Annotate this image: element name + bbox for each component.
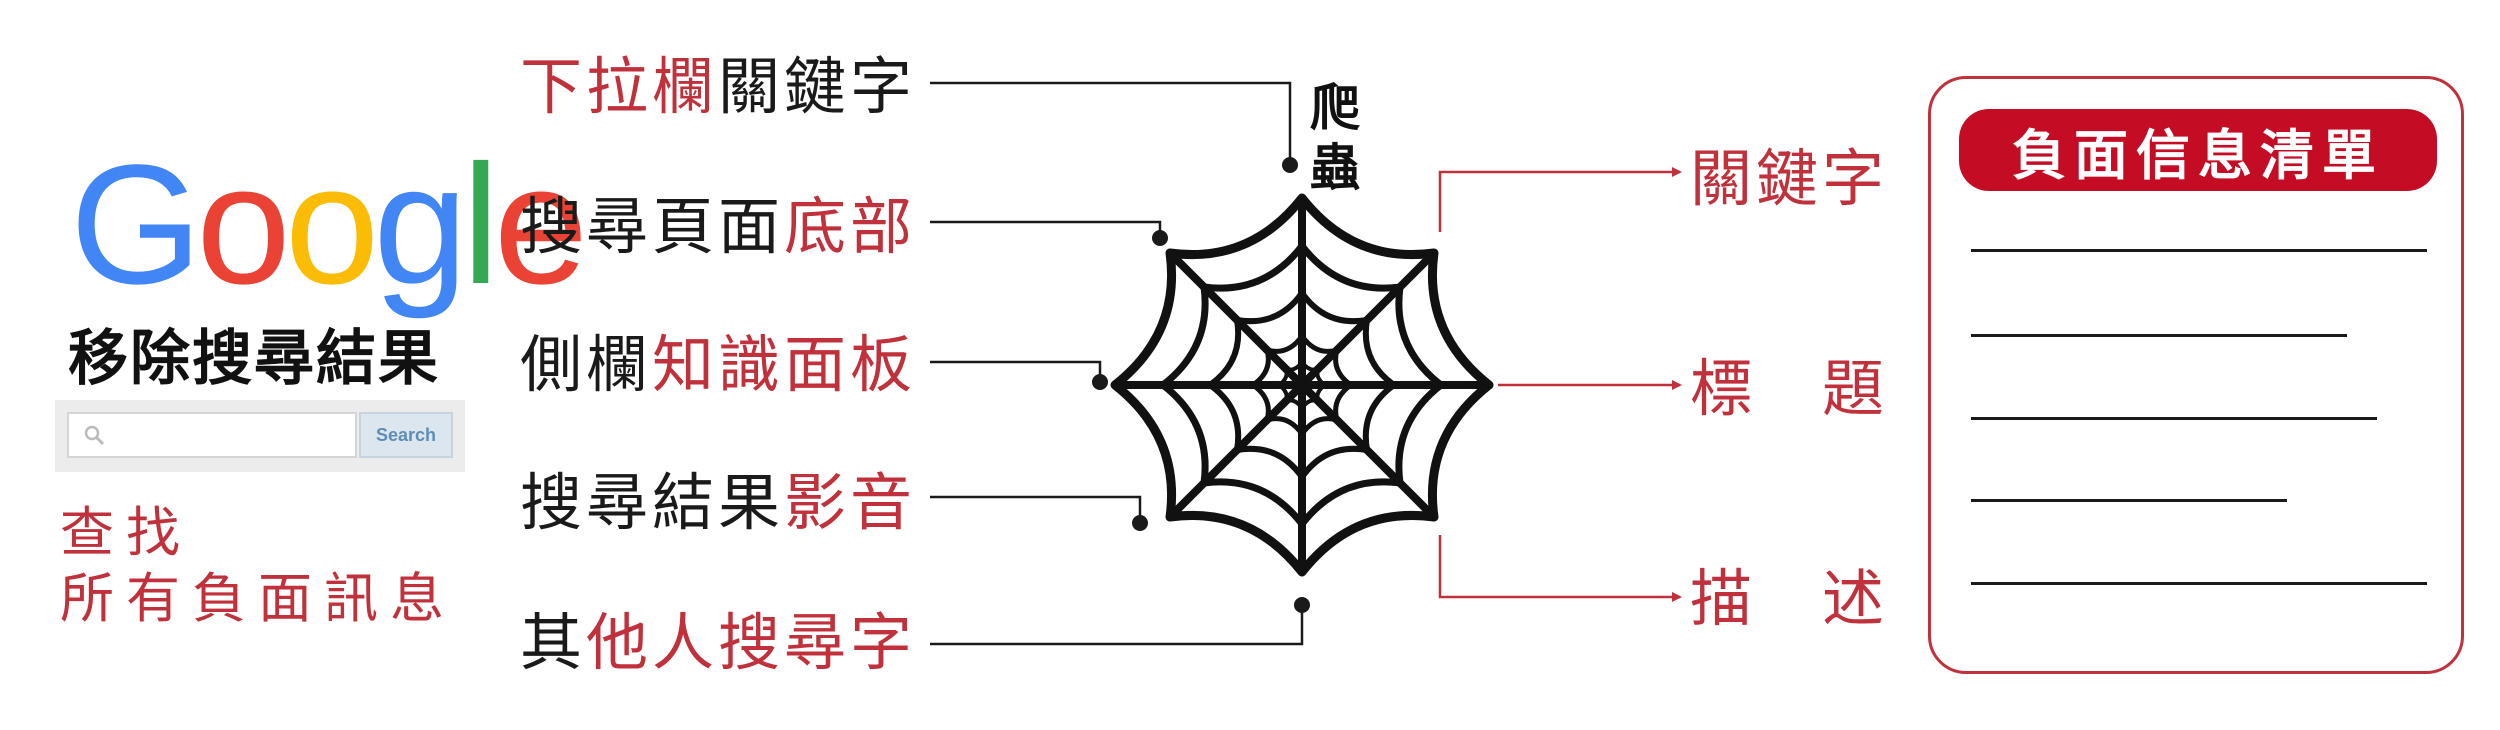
label-black-part: 側欄 (520, 328, 653, 401)
label-black-part: 搜尋頁面 (520, 190, 785, 263)
connector-page-bottom (930, 220, 1162, 238)
logo-letter: g (373, 130, 468, 320)
logo-letter: o (196, 130, 291, 320)
arrow-keywords (1438, 167, 1682, 232)
connector-video (930, 495, 1142, 523)
list-line (1971, 499, 2287, 502)
connector-dot (1152, 230, 1168, 246)
spider-web-icon (1110, 193, 1494, 577)
label-red-part: 知識面板 (652, 328, 917, 401)
find-line-1: 查找 (60, 501, 192, 564)
label-title: 標 題 (1690, 352, 1889, 425)
find-line-2: 所有負面訊息 (60, 567, 456, 630)
negative-info-list-panel: 負面信息清單 (1928, 76, 2464, 674)
find-negative-info: 查找 所有負面訊息 (60, 500, 456, 632)
list-line (1971, 582, 2427, 585)
crawler-label: 爬 蟲 (1300, 78, 1370, 198)
list-line (1971, 417, 2377, 420)
remove-results-heading: 移除搜尋結果 (68, 324, 440, 394)
crawler-line-2: 蟲 (1310, 139, 1360, 197)
connector-other-search (930, 605, 1304, 646)
google-logo: Google (70, 140, 588, 310)
label-page-bottom: 搜尋頁面底部 (520, 196, 916, 258)
connector-dot (1132, 515, 1148, 531)
label-red-part: 下拉欄 (520, 50, 719, 123)
search-bar: Search (55, 400, 465, 472)
search-icon (84, 425, 105, 446)
arrow-description (1438, 535, 1682, 602)
label-video-results: 搜尋結果影音 (520, 472, 916, 534)
label-people-also-search: 其他人搜尋字 (520, 612, 916, 674)
label-description: 描 述 (1690, 562, 1889, 635)
logo-letter: e (493, 130, 589, 320)
list-line (1971, 249, 2427, 252)
connector-dot (1294, 597, 1310, 613)
label-dropdown-keywords: 下拉欄關鍵字 (520, 56, 916, 118)
label-knowledge-panel: 側欄知識面板 (520, 334, 916, 396)
connector-dropdown (930, 81, 1292, 165)
label-red-part: 底部 (784, 190, 917, 263)
label-black-part: 關鍵字 (718, 50, 917, 123)
search-input[interactable] (67, 412, 357, 458)
search-button[interactable]: Search (359, 412, 453, 458)
panel-title: 負面信息清單 (1959, 109, 2437, 191)
label-red-part: 影音 (784, 466, 917, 539)
logo-letter: o (284, 130, 380, 320)
logo-letter: l (461, 130, 500, 320)
label-black-part: 搜尋結果 (520, 466, 785, 539)
label-red-part: 他人搜尋字 (586, 606, 917, 679)
connector-dot (1282, 157, 1298, 173)
crawler-line-1: 爬 (1310, 79, 1360, 137)
connector-dot (1092, 374, 1108, 390)
label-black-part: 其 (520, 606, 587, 679)
label-keywords: 關鍵字 (1690, 142, 1889, 215)
list-line (1971, 334, 2347, 337)
logo-letter: G (70, 130, 202, 320)
connector-knowledge-panel (930, 360, 1102, 382)
